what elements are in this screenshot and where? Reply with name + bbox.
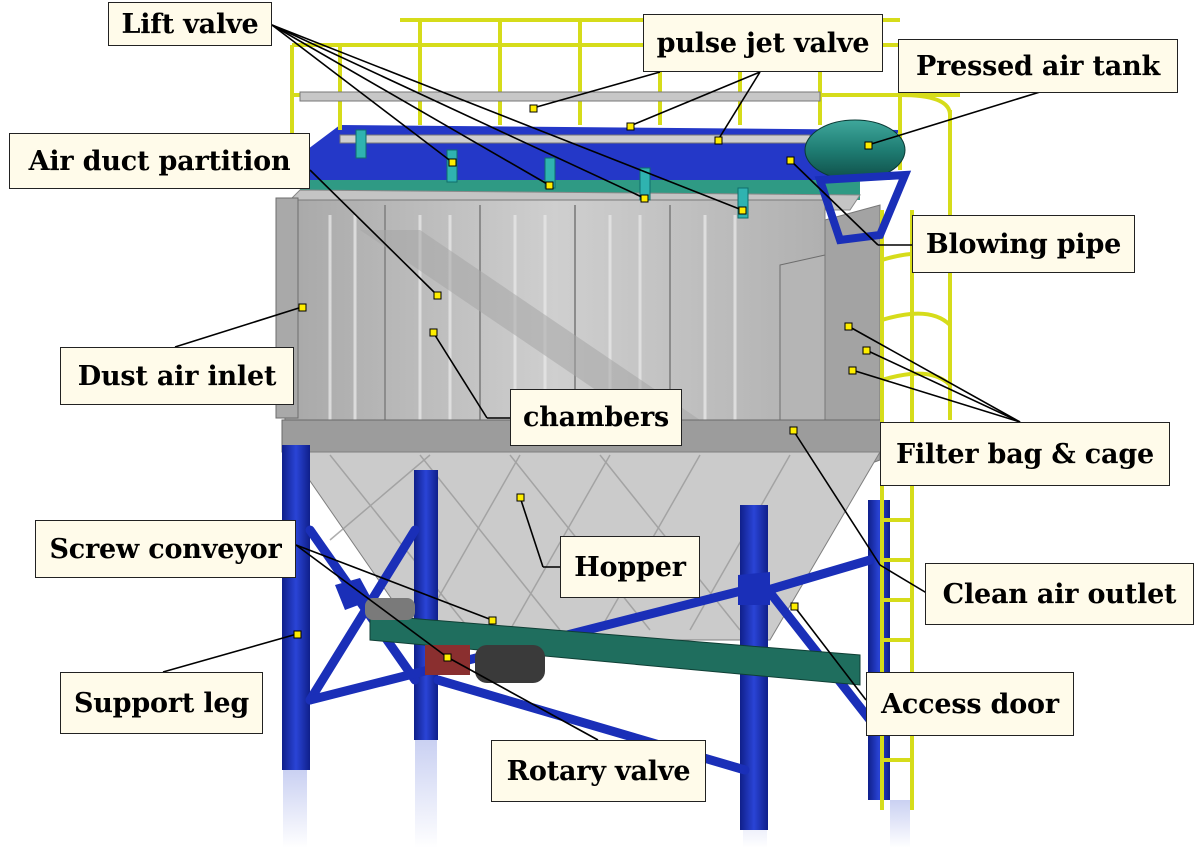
clean-air-outlet-label: Clean air outlet: [925, 563, 1194, 625]
air-duct-partition-label: Air duct partition: [9, 133, 310, 189]
air-tank-shape: [804, 119, 912, 245]
chambers-label: chambers: [510, 389, 682, 446]
lift-valve-label: Lift valve: [108, 2, 272, 46]
support-leg-label: Support leg: [60, 672, 263, 734]
access-door-label: Access door: [866, 672, 1074, 736]
marker-points: [293, 104, 873, 662]
dust-air-inlet-label: Dust air inlet: [60, 347, 294, 405]
blowing-pipe-label: Blowing pipe: [912, 215, 1135, 273]
pressed-air-tank-label: Pressed air tank: [898, 39, 1178, 93]
screw-conveyor-label: Screw conveyor: [35, 520, 296, 578]
rotary-valve-label: Rotary valve: [491, 740, 706, 802]
filter-bag-cage-label: Filter bag & cage: [880, 422, 1170, 486]
pulse-jet-valve-label: pulse jet valve: [643, 14, 883, 72]
hopper-label: Hopper: [560, 536, 700, 598]
leader-lines: [162, 24, 1041, 741]
